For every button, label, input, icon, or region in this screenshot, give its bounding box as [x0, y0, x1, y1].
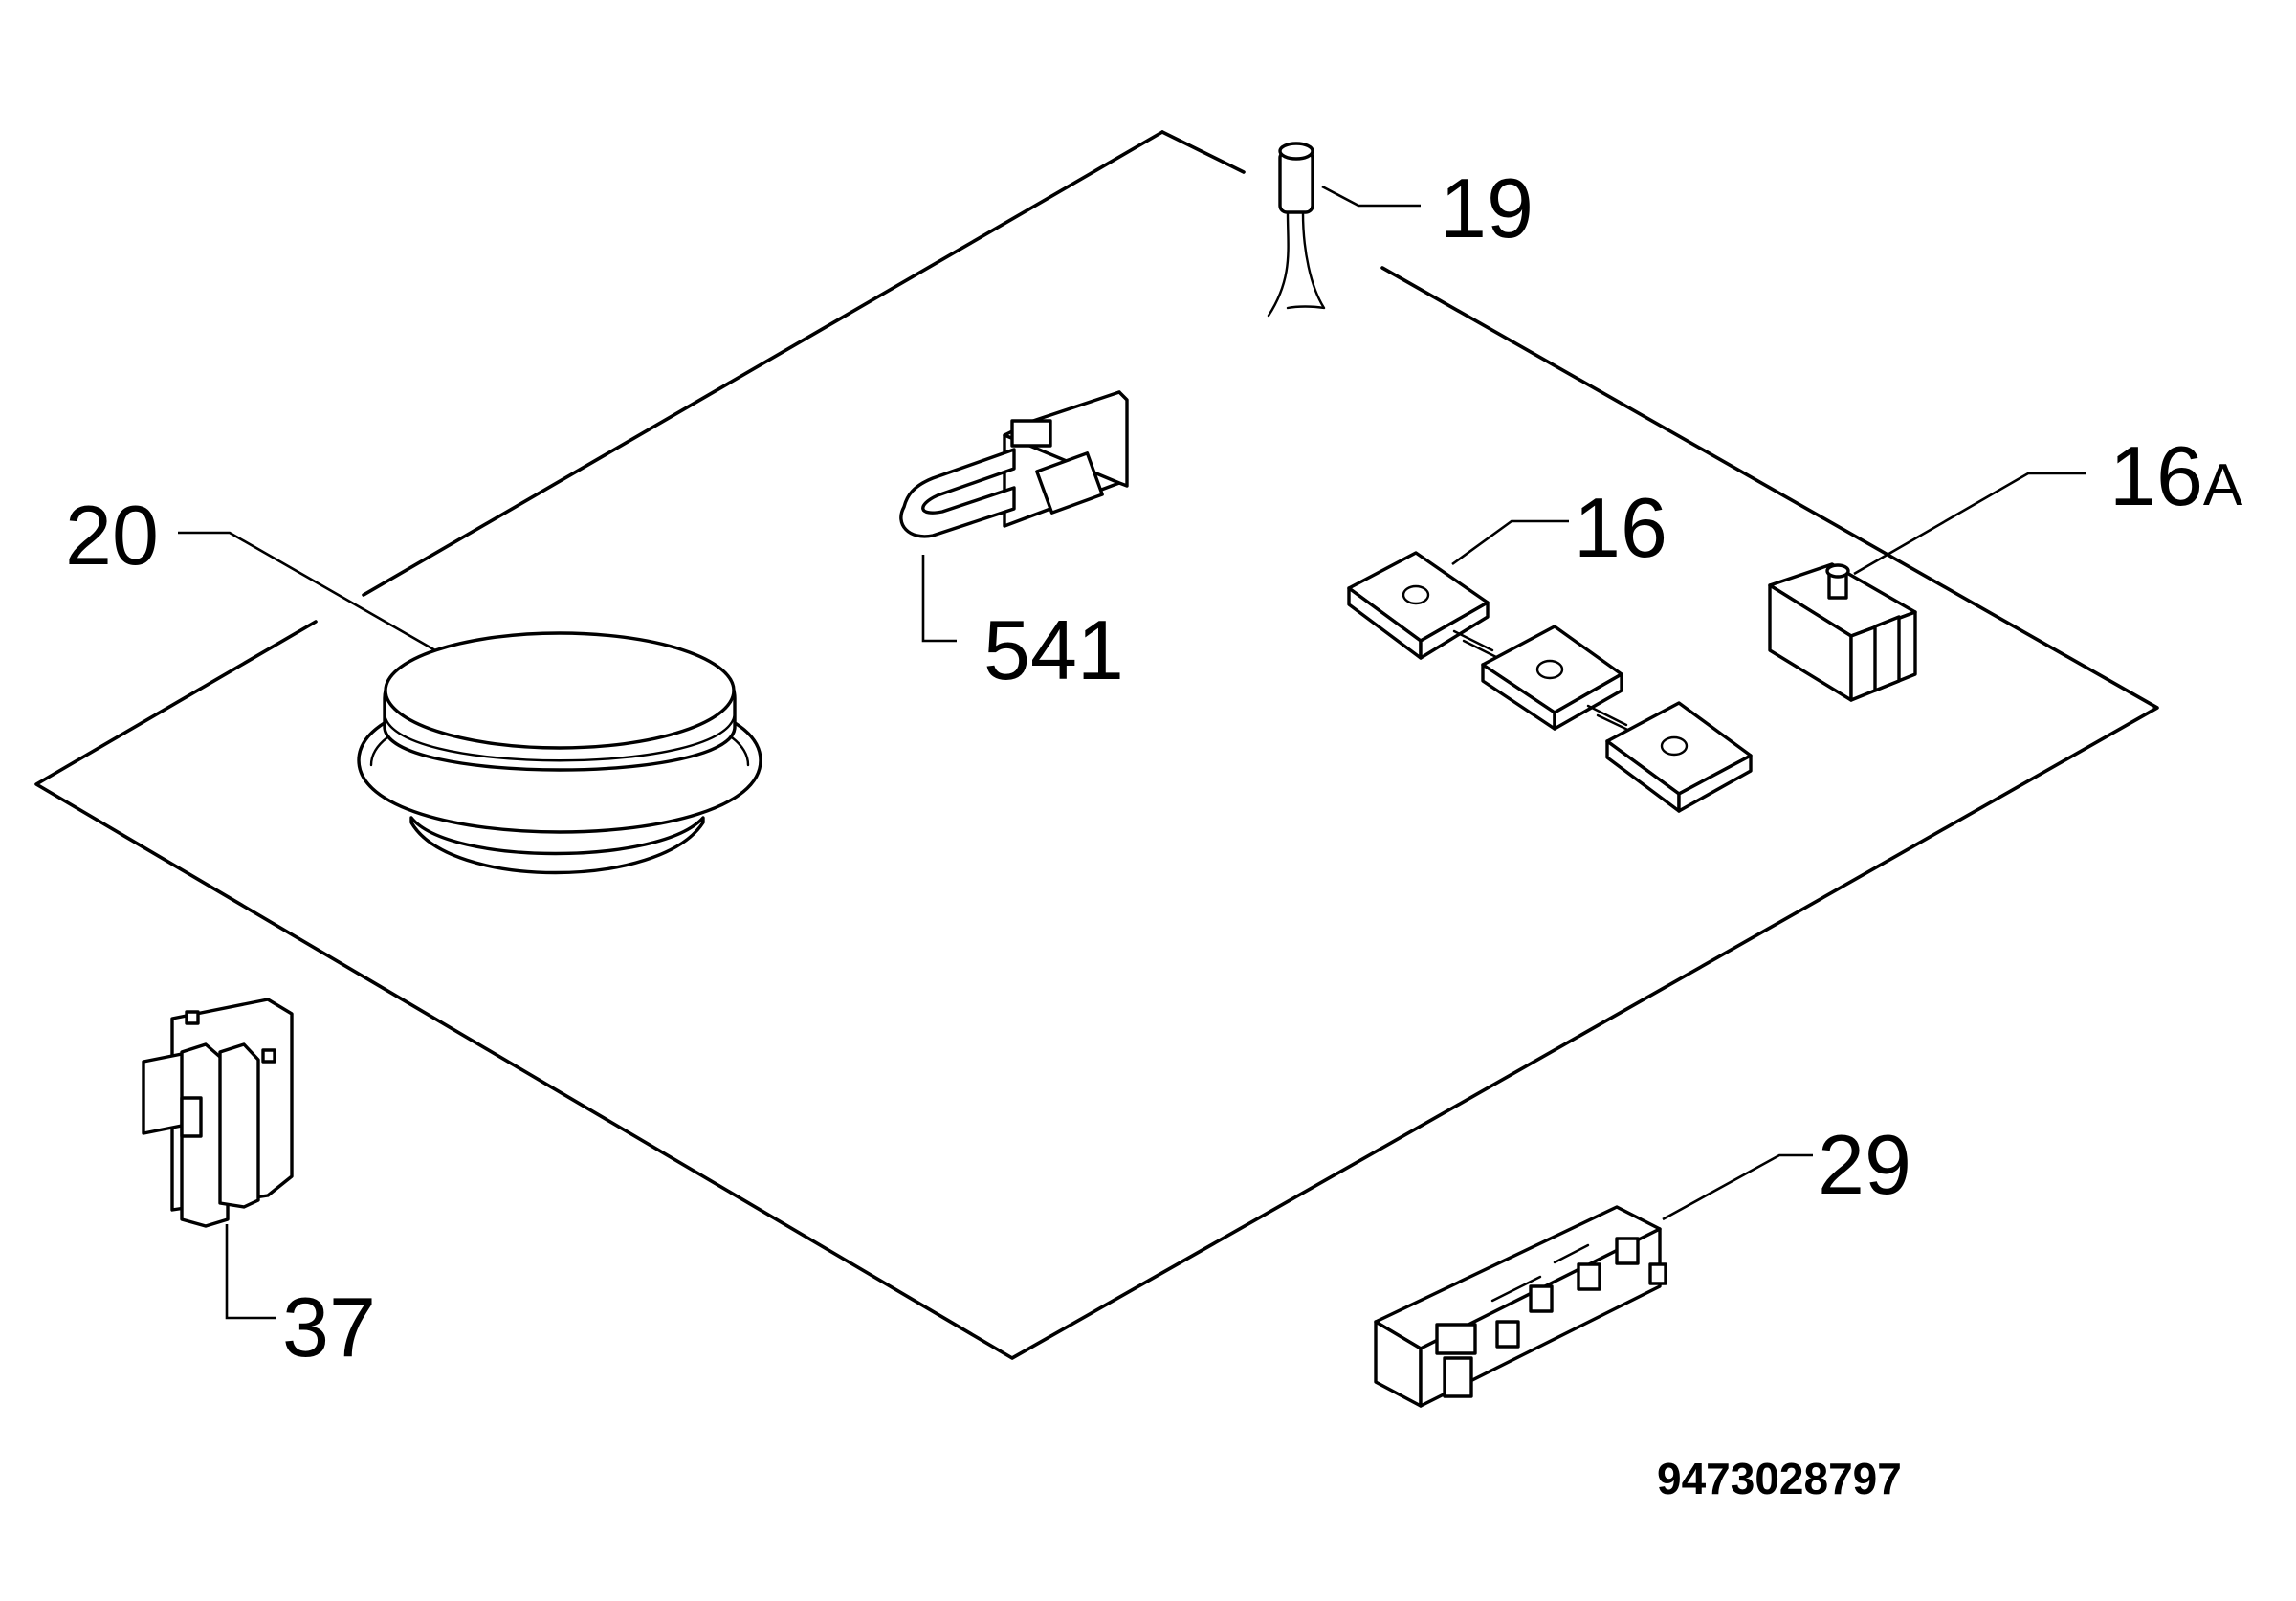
switch-block-16a [1768, 562, 1917, 702]
thermocouple-19 [1267, 142, 1326, 318]
callout-19: 19 [1440, 161, 1534, 255]
leader-lines [178, 185, 2086, 1320]
ignition-switch-29 [1374, 1205, 1667, 1408]
callout-541: 541 [983, 603, 1124, 697]
callout-37: 37 [282, 1280, 376, 1374]
round-cap-20 [357, 631, 762, 875]
callout-16a-suffix: A [2203, 452, 2243, 518]
terminal-strip-16 [1347, 551, 1753, 813]
connector-clip-541 [899, 390, 1129, 538]
callout-20: 20 [65, 488, 159, 582]
base-plate [34, 130, 2159, 1360]
callout-16: 16 [1574, 480, 1667, 575]
callout-29: 29 [1818, 1117, 1911, 1212]
drawing-code: 9473028797 [1657, 1454, 1902, 1503]
callout-16a-number: 16 [2109, 428, 2203, 523]
terminal-clip-37 [142, 998, 294, 1228]
callout-16a: 16A [2109, 428, 2243, 523]
